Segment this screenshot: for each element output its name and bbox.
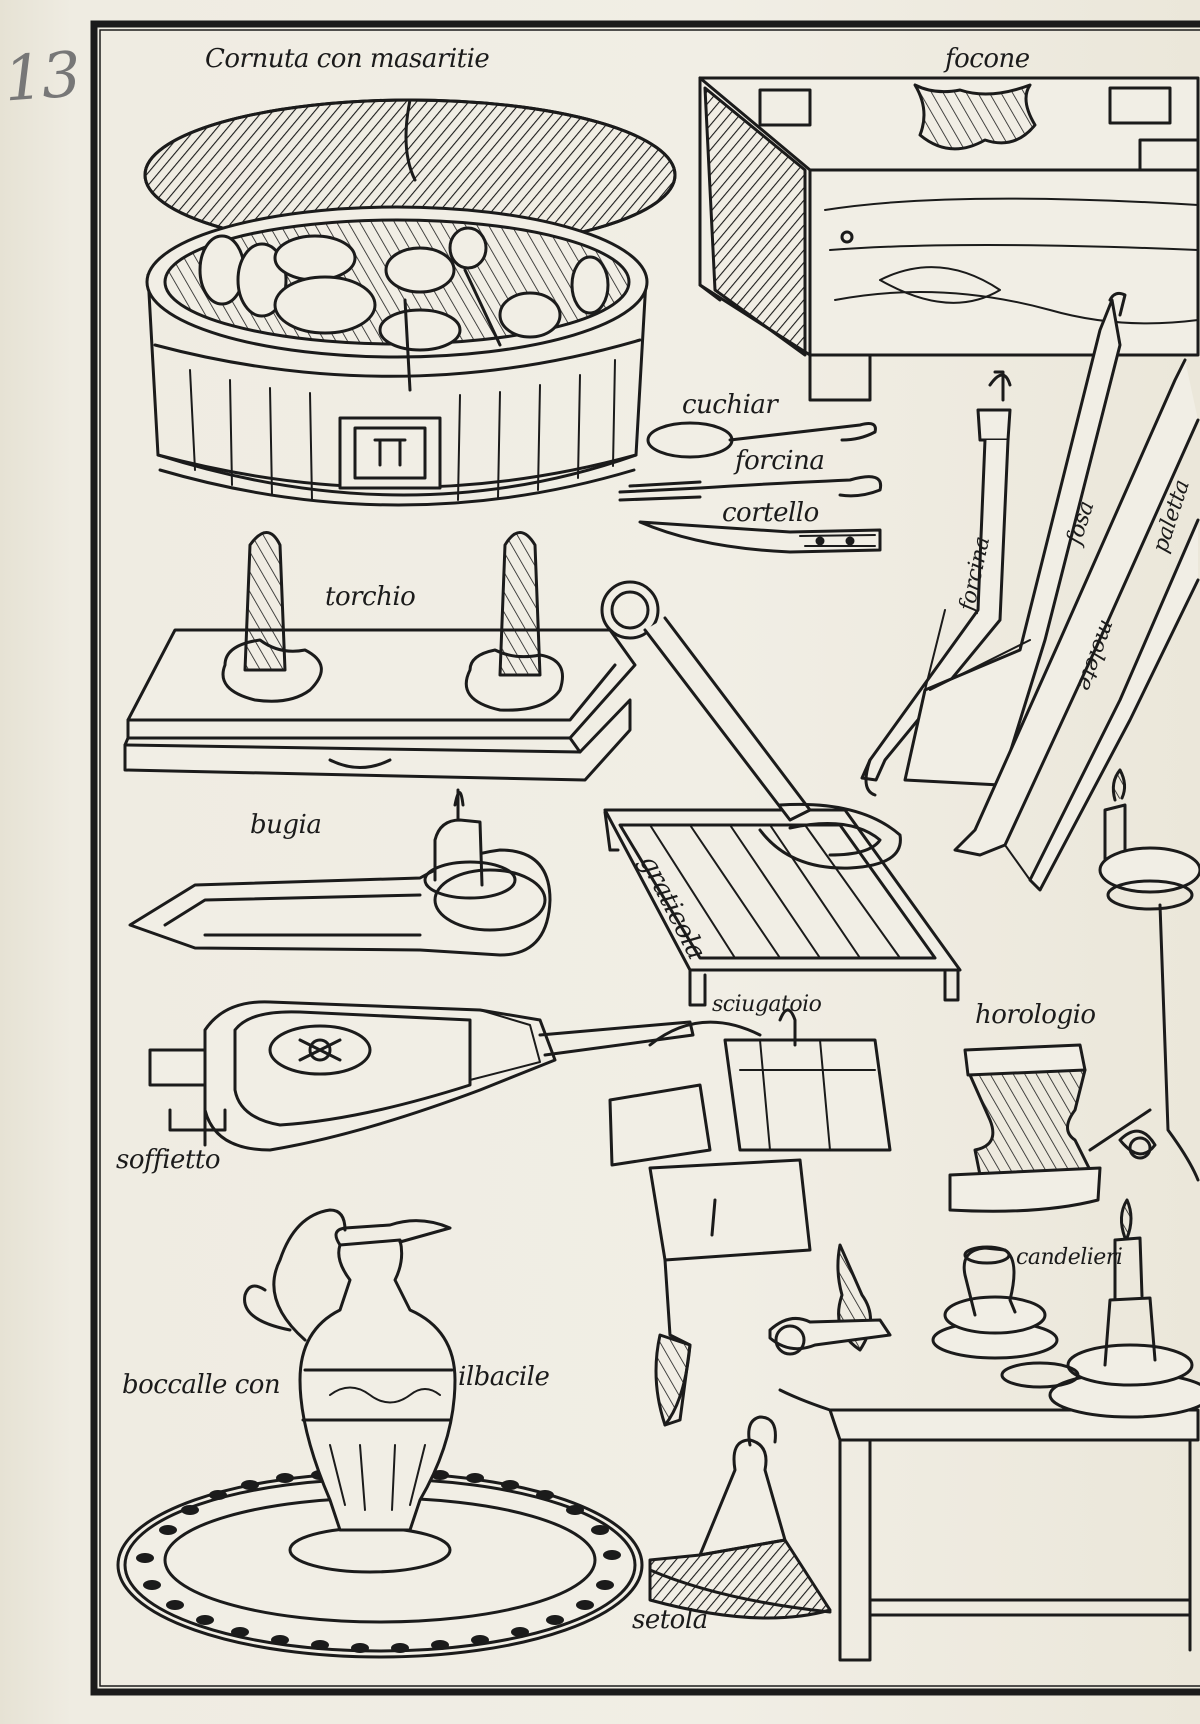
label-bugia: bugia — [250, 810, 322, 840]
label-torchio: torchio — [325, 582, 416, 612]
label-cuchiar: cuchiar — [682, 390, 778, 420]
label-candelieri: candelieri — [1016, 1245, 1123, 1270]
plate-border — [90, 20, 1200, 1696]
jug-and-basin-drawing — [116, 1208, 644, 1659]
label-forcina: forcina — [735, 446, 825, 476]
candle-holder-drawing — [128, 788, 552, 957]
label-boccale-con: boccalle con — [122, 1370, 281, 1400]
cutlery-drawing — [618, 421, 883, 554]
hearth-box-drawing — [698, 76, 1200, 402]
box-with-tassels-drawing — [608, 1008, 892, 1427]
label-setola: setola — [632, 1605, 708, 1635]
label-focone: focone — [945, 44, 1030, 74]
label-cortello: cortello — [722, 498, 819, 528]
hourglass-drawing — [948, 1043, 1157, 1213]
label-cornuta: Cornuta con masaritie — [205, 44, 490, 74]
candle-stand-drawing — [1098, 768, 1200, 1182]
table-with-candlesticks-drawing — [778, 1198, 1200, 1662]
brush-drawing — [648, 1415, 832, 1620]
label-horologio: horologio — [975, 1000, 1096, 1030]
gridiron-drawing — [600, 580, 962, 1007]
press-drawing — [123, 531, 637, 782]
tub-with-dishes-drawing — [143, 98, 677, 507]
fire-tools-drawing — [860, 291, 1200, 892]
label-ilbacile: ilbacile — [458, 1362, 550, 1392]
label-soffietto: soffietto — [116, 1145, 221, 1175]
label-sciugatoio: sciugatoio — [712, 992, 822, 1017]
bellows-drawing — [148, 1000, 695, 1152]
